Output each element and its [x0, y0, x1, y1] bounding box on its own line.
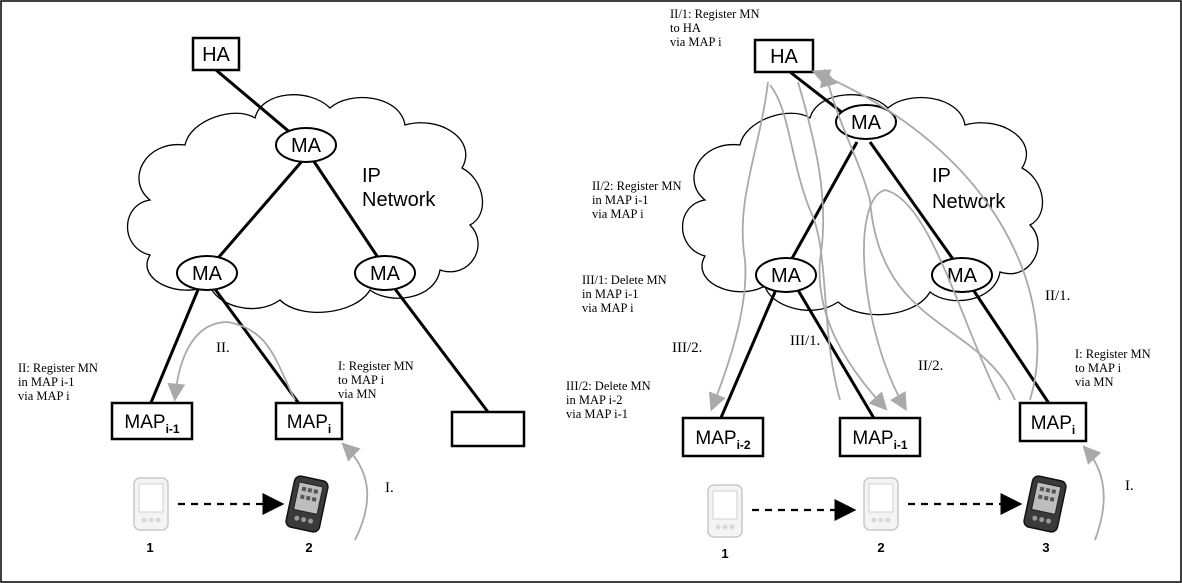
annotation-II2-line1: II/2: Register MN: [592, 179, 682, 193]
ha-label-right: HA: [770, 46, 798, 68]
annotation-I-line1: I: Register MN: [338, 359, 414, 373]
edge-ma-map-cur-right: [968, 284, 1052, 406]
left-panel: HA MA MA MA IP Network MAPi-1 MAPi II. I…: [18, 36, 526, 555]
ma-top-node: [275, 127, 337, 163]
edge-ma-ma-right-right: [868, 141, 957, 263]
arrow-III2: [708, 81, 769, 412]
map-prev2-box: [681, 416, 765, 458]
ma-left-node: [176, 255, 238, 291]
ha-node: [191, 36, 241, 72]
arrow-II2: [863, 189, 1001, 412]
edge-ma-empty: [390, 284, 490, 413]
ma-right-node-right: [931, 257, 993, 293]
map-prev-box: [110, 401, 194, 441]
annotation-II-line2: in MAP i-1: [18, 375, 75, 389]
map-cur-box: [274, 401, 344, 441]
annotation-III2-line1: III/2: Delete MN: [566, 379, 651, 393]
edge-ma-map-prev2: [718, 284, 780, 421]
pda-device-1-icon: [133, 477, 169, 531]
network-ip-label: IP: [362, 165, 381, 187]
network-ip-label-right: IP: [932, 165, 951, 187]
annotation-III1-line3: via MAP i: [582, 301, 634, 315]
annotation-I-line2: to MAP i: [338, 373, 385, 387]
arrow-I: [341, 442, 369, 541]
arrow-II: [167, 321, 296, 402]
pda-device-1-right-icon: [707, 484, 743, 538]
annotation-II1-line3: via MAP i: [670, 35, 722, 49]
map-cur-box-right: [1018, 401, 1088, 443]
edge-ma-map-prev-right: [793, 284, 877, 421]
device-2-number: 2: [305, 540, 312, 555]
network-word-label: Network: [362, 189, 436, 211]
ma-left-node-right: [755, 257, 817, 293]
step-II1-label: II/1.: [1045, 288, 1070, 304]
annotation-III1-line2: in MAP i-1: [582, 287, 639, 301]
annotation-III1-line1: III/1: Delete MN: [582, 273, 667, 287]
arrow-II1-left: [819, 68, 1016, 401]
edge-ma-map-prev: [148, 284, 202, 406]
device-1-number-right: 1: [721, 546, 728, 561]
annotation-I-right-line1: I: Register MN: [1075, 347, 1151, 361]
ma-right-label: MA: [370, 263, 401, 285]
step-II2-label: II/2.: [918, 358, 943, 374]
annotation-II-line1: II: Register MN: [18, 361, 98, 375]
device-3-number-right: 3: [1042, 540, 1049, 555]
edge-ma-ma-left: [210, 159, 305, 266]
map-empty-box: [450, 410, 526, 448]
map-prev-box-right: [838, 416, 922, 458]
annotation-II-line3: via MAP i: [18, 389, 70, 403]
step-III2-label: III/2.: [672, 340, 702, 356]
pda-device-2-right-icon: [863, 477, 899, 531]
step-I-label-right: I.: [1125, 478, 1134, 494]
ma-left-label-right: MA: [771, 265, 802, 287]
arrow-I-right: [1082, 445, 1105, 541]
annotation-II1-line2: to HA: [670, 21, 701, 35]
annotation-II2-line2: in MAP i-1: [592, 193, 649, 207]
arrow-III1: [797, 81, 888, 411]
step-I-label: I.: [385, 480, 394, 496]
arrow-II1: [811, 69, 1039, 401]
ha-node-right: [753, 38, 815, 74]
step-III1-label: III/1.: [790, 333, 820, 349]
ma-left-label: MA: [192, 263, 223, 285]
arrow-III1-up: [769, 84, 841, 401]
annotation-III2-line2: in MAP i-2: [566, 393, 623, 407]
map-cur-label-right: MAPi: [1031, 413, 1076, 437]
annotation-II1-line1: II/1: Register MN: [670, 7, 760, 21]
map-cur-label: MAPi: [287, 412, 332, 436]
annotation-I-line3: via MN: [338, 387, 377, 401]
ha-label: HA: [202, 44, 230, 66]
annotation-I-right-line3: via MN: [1075, 375, 1114, 389]
ma-right-label-right: MA: [947, 265, 978, 287]
step-II-label: II.: [216, 340, 230, 356]
edge-ma-ma-right: [311, 159, 385, 266]
ma-top-label-right: MA: [851, 112, 882, 134]
ma-right-node: [354, 255, 416, 291]
annotation-I-right-line2: to MAP i: [1075, 361, 1122, 375]
ma-top-label: MA: [291, 135, 322, 157]
annotation-II2-line3: via MAP i: [592, 207, 644, 221]
annotation-III2-line3: via MAP i-1: [566, 407, 628, 421]
map-prev2-label: MAPi-2: [695, 428, 751, 452]
right-panel: HA MA MA MA IP Network MAPi-2 MAPi-1 MAP…: [566, 7, 1151, 561]
network-word-label-right: Network: [932, 191, 1006, 213]
map-prev-label: MAPi-1: [124, 412, 180, 436]
device-2-number-right: 2: [877, 540, 884, 555]
device-1-number: 1: [146, 540, 153, 555]
ma-top-node-right: [835, 104, 897, 140]
edge-ma-map-cur: [210, 284, 302, 406]
map-prev-label-right: MAPi-1: [852, 428, 908, 452]
